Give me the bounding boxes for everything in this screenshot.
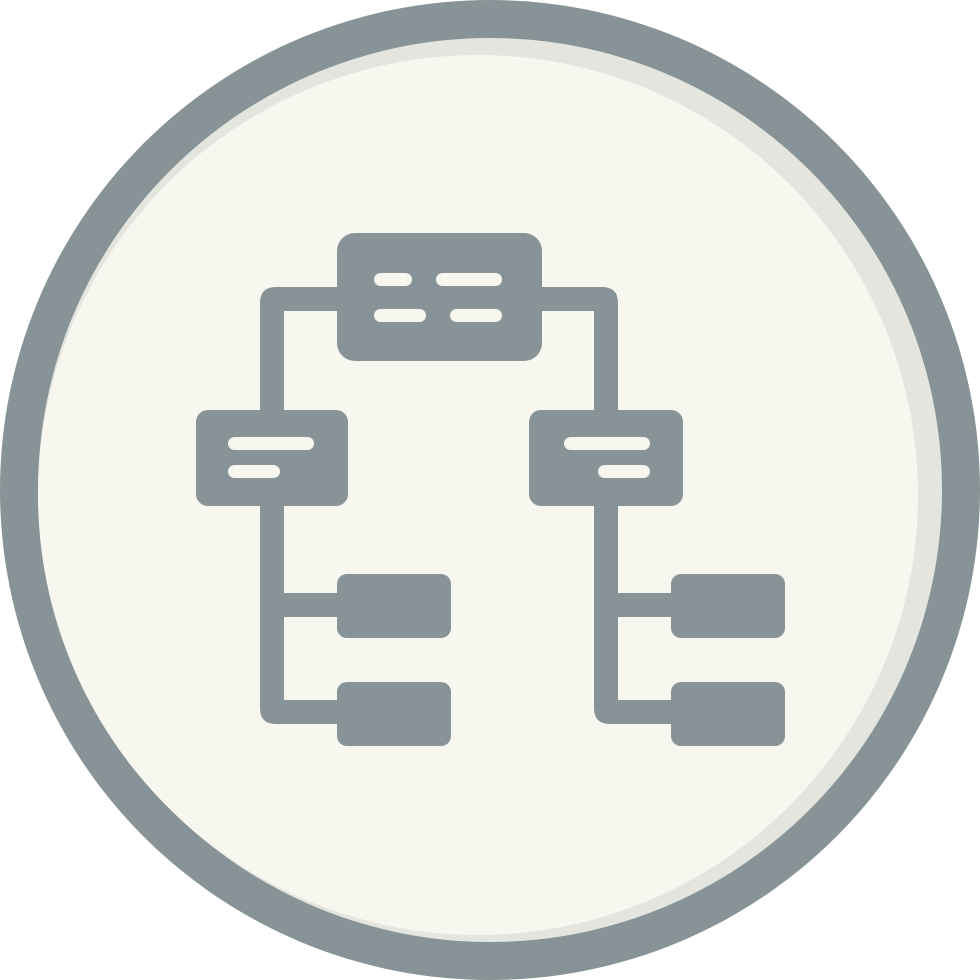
left-line-1 [228,437,314,450]
root-node [337,233,542,361]
flowchart-glyph [196,233,785,746]
left-leaf-top [337,574,451,638]
left-leaf-bottom [337,682,451,746]
node-text-lines [228,273,650,478]
connector-left-trunk [260,505,340,724]
left-line-2 [228,465,280,478]
right-line-1 [564,437,650,450]
connector-root-right [535,287,618,412]
root-line-3 [374,309,426,322]
right-leaf-top [671,574,785,638]
root-line-4 [450,309,502,322]
connector-right-trunk [594,505,674,724]
left-node [196,410,348,506]
root-line-2 [436,273,502,286]
face [38,55,918,935]
right-line-2 [598,465,650,478]
right-leaf-bottom [671,682,785,746]
right-node [529,410,683,506]
root-line-1 [374,273,412,286]
connector-root-left [260,287,345,412]
